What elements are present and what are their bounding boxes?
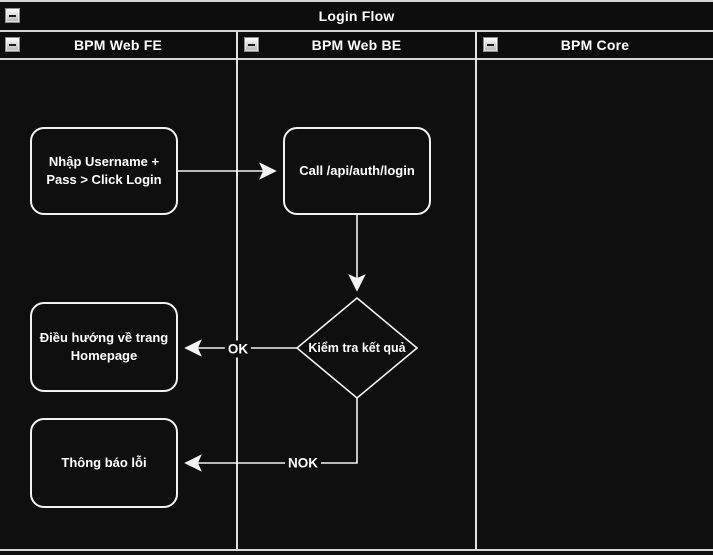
lane-fe-collapse-icon[interactable] [5, 37, 20, 52]
edge-label-nok[interactable]: NOK [285, 454, 321, 472]
edge-decision-to-error[interactable] [184, 398, 358, 472]
lane-divider-1 [236, 32, 238, 549]
title-divider [0, 30, 713, 32]
node-check-result[interactable]: Kiểm tra kết quả [297, 298, 417, 398]
lane-divider-2 [475, 32, 477, 549]
pool-collapse-icon[interactable] [5, 8, 20, 23]
pool-title: Login Flow [318, 8, 395, 24]
pool-bottom-border [0, 549, 713, 551]
node-show-error-label: Thông báo lỗi [61, 455, 147, 471]
lane-label-be: BPM Web BE [311, 37, 402, 53]
node-enter-credentials[interactable]: Nhập Username + Pass > Click Login [30, 127, 178, 215]
lane-core-collapse-icon[interactable] [483, 37, 498, 52]
lane-header-fe[interactable]: BPM Web FE [0, 32, 236, 58]
node-call-login-api-label: Call /api/auth/login [299, 163, 415, 179]
pool-top-border [0, 0, 713, 2]
node-show-error[interactable]: Thông báo lỗi [30, 418, 178, 508]
pool-title-bar[interactable]: Login Flow [0, 2, 713, 30]
node-call-login-api[interactable]: Call /api/auth/login [283, 127, 431, 215]
node-check-result-label: Kiểm tra kết quả [308, 341, 406, 355]
lane-label-core: BPM Core [560, 37, 630, 53]
node-enter-credentials-label: Nhập Username + Pass > Click Login [46, 154, 162, 187]
edge-label-ok[interactable]: OK [224, 340, 252, 358]
decision-diamond-shape[interactable] [295, 296, 419, 400]
lane-label-fe: BPM Web FE [73, 37, 163, 53]
node-redirect-homepage-label: Điều hướng về trang Homepage [39, 330, 169, 363]
node-redirect-homepage[interactable]: Điều hướng về trang Homepage [30, 302, 178, 392]
header-divider [0, 58, 713, 60]
lane-be-collapse-icon[interactable] [244, 37, 259, 52]
lane-header-core[interactable]: BPM Core [477, 32, 713, 58]
lane-header-be[interactable]: BPM Web BE [238, 32, 475, 58]
